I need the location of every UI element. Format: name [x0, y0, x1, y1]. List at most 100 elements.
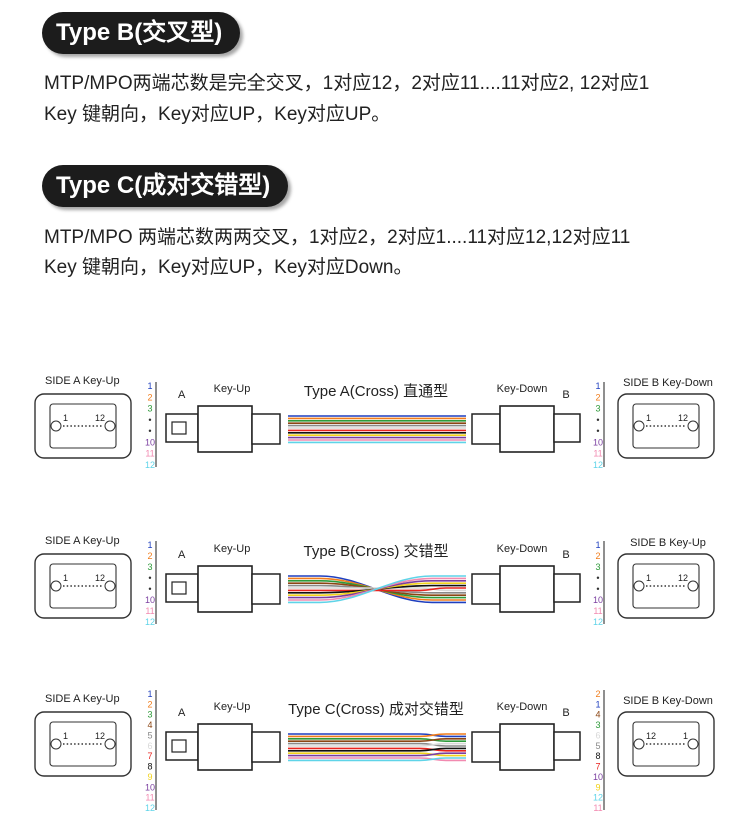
diagram-1-key-a: Key-Up [214, 383, 251, 395]
type-c-badge: Type C(成对交错型) [42, 165, 289, 207]
diagram-3-key-a: Key-Up [214, 701, 251, 713]
diagram-1-left-fiber-numbers-number: 10 [145, 437, 155, 447]
diagram-3-left-fiber-numbers-number: 4 [147, 720, 152, 730]
diagram-2-key-b: Key-Down [497, 543, 548, 555]
type-c-description-line-1: MTP/MPO 两端芯数两两交叉，1对应2，2对应1....11对应12,12对… [44, 227, 631, 248]
diagram-3-key-b: Key-Down [497, 701, 548, 713]
port-a-guide-pin-right [104, 420, 116, 432]
port-b-guide-pin-left [633, 580, 645, 592]
diagram-2-label-a: A [178, 549, 186, 561]
diagram-1-label-b: B [562, 389, 569, 401]
port-a-pos-left: 1 [63, 731, 68, 741]
diagram-2-title: Type B(Cross) 交错型 [303, 542, 448, 560]
diagram-1-right-fiber-numbers-number: 10 [593, 437, 603, 447]
diagram-2-side-b-label: SIDE B Key-Up [630, 537, 706, 549]
type-b-badge: Type B(交叉型) [42, 12, 241, 54]
port-a-pos-right: 12 [95, 413, 105, 423]
diagram-3-right-fiber-numbers-number: 12 [593, 793, 603, 803]
port-b-pos-right: 12 [678, 413, 688, 423]
port-a-guide-pin-left [50, 580, 62, 592]
diagram-3-side-a-label: SIDE A Key-Up [45, 693, 120, 705]
diagram-1-right-fiber-numbers-number: 11 [593, 449, 602, 459]
diagram-1-left-fiber-numbers-number: 12 [145, 460, 155, 470]
type-c-description-line-2: Key 键朝向，Key对应UP，Key对应Down。 [44, 257, 413, 278]
diagram-3-side-b-label: SIDE B Key-Down [623, 695, 713, 707]
diagram-2-left-fiber-numbers-number: 3 [147, 562, 152, 572]
connector-a-boot [251, 573, 281, 605]
port-b-guide-pin-left [633, 420, 645, 432]
connector-b-housing [499, 723, 555, 771]
diagram-1-side-a-label: SIDE A Key-Up [45, 375, 120, 387]
diagram-2-left-fiber-numbers-number: 10 [145, 595, 155, 605]
diagram-3-title: Type C(Cross) 成对交错型 [288, 700, 464, 718]
connector-b-ferrule [553, 573, 581, 603]
diagram-1-right-fiber-numbers-number: 3 [595, 404, 600, 414]
diagram-3-right-fiber-numbers-number: 11 [593, 803, 602, 813]
diagram-3-right-fiber-numbers-number: 4 [595, 710, 600, 720]
diagram-3-right-fiber-numbers-number: 9 [595, 782, 600, 792]
port-b-guide-pin-right [687, 420, 699, 432]
connector-a-housing [197, 405, 253, 453]
diagram-1-right-fiber-numbers-number: • [596, 426, 599, 436]
port-a-guide-pin-left [50, 738, 62, 750]
fiber-6 [288, 742, 466, 747]
connector-b-housing [499, 405, 555, 453]
diagram-3-label-a: A [178, 707, 186, 719]
connector-a-boot [251, 731, 281, 763]
fiber-8 [288, 747, 466, 752]
diagram-2-right-fiber-numbers-number: • [596, 573, 599, 583]
diagram-3-right-fiber-numbers-number: 5 [595, 741, 600, 751]
diagram-3-left-fiber-numbers-number: 8 [147, 762, 152, 772]
port-b-pos-right: 1 [683, 731, 688, 741]
connector-a-housing [197, 565, 253, 613]
fiber-4 [288, 738, 466, 742]
port-b-pos-left: 1 [646, 413, 651, 423]
connector-b-boot [471, 573, 501, 605]
connector-b-housing [499, 565, 555, 613]
port-a-guide-pin-right [104, 580, 116, 592]
diagram-1-left-fiber-numbers-number: • [148, 426, 151, 436]
diagram-1-left-fiber-numbers-number: 11 [145, 449, 154, 459]
port-a-pos-left: 1 [63, 413, 68, 423]
diagram-3-left-fiber-numbers-number: 10 [145, 782, 155, 792]
diagram-3-left-fiber-numbers-number: 5 [147, 730, 152, 740]
fiber-7 [288, 587, 466, 592]
port-a-guide-pin-left [50, 420, 62, 432]
diagram-2-right-fiber-numbers-number: 3 [595, 562, 600, 572]
diagram-2-label-b: B [562, 549, 569, 561]
fiber-10 [288, 752, 466, 757]
diagram-1-right-fiber-numbers-number: 2 [595, 392, 600, 402]
connector-a-boot [251, 413, 281, 445]
diagram-2-right-fiber-numbers-number: 12 [593, 617, 603, 627]
fiber-12 [288, 757, 466, 762]
connector-b-boot [471, 731, 501, 763]
diagram-2-right-fiber-numbers-number: • [596, 584, 599, 594]
diagram-1-side-b-label: SIDE B Key-Down [623, 377, 713, 389]
diagram-3-left-fiber-numbers-number: 6 [147, 741, 152, 751]
diagram-3-right-fiber-numbers-number: 6 [595, 730, 600, 740]
port-a-pos-left: 1 [63, 573, 68, 583]
connector-a-key-slot [171, 581, 187, 595]
diagram-3-right-fiber-numbers-number: 2 [595, 689, 600, 699]
diagram-1-key-b: Key-Down [497, 383, 548, 395]
diagram-1-left-fiber-numbers-number: • [148, 415, 151, 425]
diagram-1-title: Type A(Cross) 直通型 [304, 383, 448, 400]
port-a-guide-pin-right [104, 738, 116, 750]
connector-a-housing [197, 723, 253, 771]
diagram-2-right-fiber-numbers-number: 1 [595, 540, 600, 550]
diagram-1-left-fiber-numbers-number: 1 [147, 381, 152, 391]
diagram-3-right-fiber-numbers-number: 1 [595, 699, 600, 709]
port-b-guide-pin-right [687, 738, 699, 750]
port-b-guide-pin-right [687, 580, 699, 592]
port-b-guide-pin-left [633, 738, 645, 750]
connector-b-ferrule [553, 731, 581, 761]
diagram-3-right-fiber-numbers-number: 8 [595, 751, 600, 761]
diagram-1-left-fiber-numbers-number: 2 [147, 392, 152, 402]
diagram-3-left-fiber-numbers-number: 7 [147, 751, 152, 761]
port-b-pos-right: 12 [678, 573, 688, 583]
diagram-2-left-fiber-numbers-number: • [148, 584, 151, 594]
fiber-12 [288, 575, 466, 604]
diagram-2-left-fiber-numbers-number: 1 [147, 540, 152, 550]
diagram-2-left-fiber-numbers-number: • [148, 573, 151, 583]
diagram-3-left-fiber-numbers-number: 9 [147, 772, 152, 782]
